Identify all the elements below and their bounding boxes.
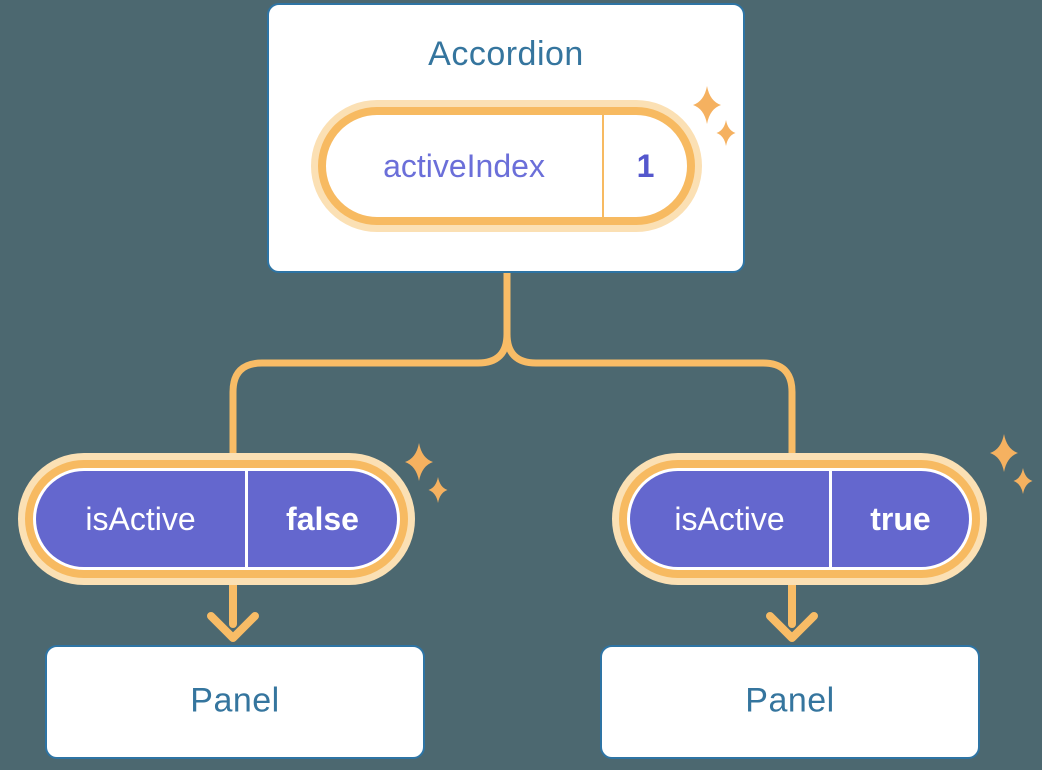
panel-title: Panel: [745, 681, 835, 720]
prop-pill-isactive-false: isActive false: [25, 460, 408, 578]
arrow-down-icon: [766, 581, 818, 642]
prop-pill-value: true: [870, 500, 931, 537]
prop-pill-divider: [829, 471, 832, 567]
prop-pill-isactive-true: isActive true: [619, 460, 980, 578]
prop-pill-value: false: [286, 500, 359, 537]
state-pill-divider: [602, 115, 604, 217]
sparkle-icon: [405, 443, 448, 503]
prop-pill-divider: [245, 471, 248, 567]
panel-card: Panel: [45, 645, 425, 759]
prop-pill-label: isActive: [85, 500, 196, 537]
state-pill-value: 1: [636, 147, 655, 184]
state-pill: activeIndex 1: [318, 107, 695, 225]
connector-branch-right: [503, 268, 796, 460]
sparkle-icon: [990, 434, 1033, 494]
state-pill-label: activeIndex: [383, 147, 545, 184]
accordion-title: Accordion: [428, 35, 584, 73]
panel-card: Panel: [600, 645, 980, 759]
panel-title: Panel: [190, 681, 280, 720]
connector-branch-left: [229, 268, 511, 460]
arrow-down-icon: [207, 581, 259, 642]
prop-pill-label: isActive: [674, 500, 785, 537]
